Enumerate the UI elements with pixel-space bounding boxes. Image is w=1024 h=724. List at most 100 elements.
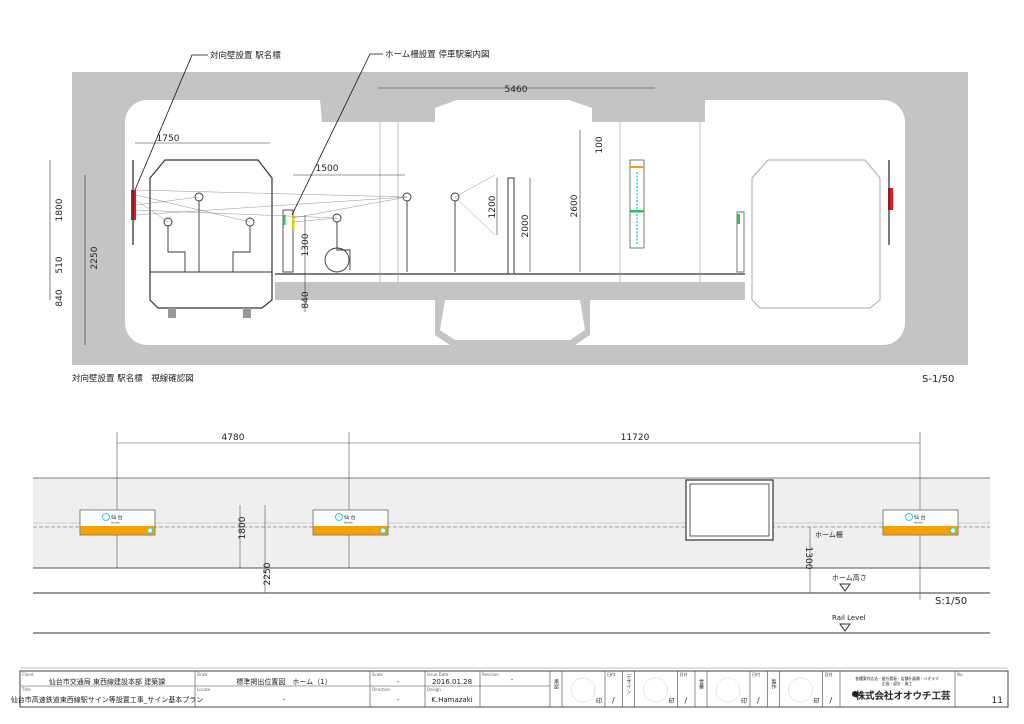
no-label: No. bbox=[957, 672, 964, 677]
cross-section-view: 5460 1750 1500 100 1200 2000 2600 1800 5… bbox=[49, 49, 968, 385]
scale-label: Scale bbox=[372, 672, 383, 677]
dim-1800-elev: 1800 bbox=[238, 516, 248, 539]
dimension-lines bbox=[49, 87, 655, 345]
company-name: 株式会社オオウチ工芸 bbox=[855, 690, 951, 702]
elevator-box bbox=[685, 479, 774, 541]
train-car-right bbox=[751, 159, 881, 309]
dim-100: 100 bbox=[595, 136, 605, 153]
station-name: 仙 台 bbox=[344, 514, 356, 521]
direction: - bbox=[397, 696, 400, 704]
elevation-scale: S:1/50 bbox=[935, 596, 967, 607]
station-name: 仙 台 bbox=[914, 514, 926, 521]
date-label: 日付 bbox=[825, 671, 833, 677]
platform-fence-left bbox=[282, 209, 294, 273]
platform-fence-center bbox=[507, 177, 515, 275]
human-figures bbox=[163, 192, 460, 273]
company-logo-icon bbox=[852, 691, 858, 697]
title-block bbox=[19, 667, 1009, 708]
locate: - bbox=[283, 696, 286, 704]
approval-cell: 製作印 日付 / bbox=[767, 671, 833, 707]
seal-circle[interactable] bbox=[715, 677, 741, 703]
approval-role: 営業 bbox=[698, 678, 704, 690]
seal: 印 bbox=[741, 698, 747, 705]
company-tagline-2: 企画・設計・施工 bbox=[882, 681, 913, 686]
date-label: 日付 bbox=[680, 671, 688, 677]
dim-5460: 5460 bbox=[505, 85, 528, 95]
dim-11720: 11720 bbox=[621, 433, 650, 443]
date-label: 日付 bbox=[752, 671, 760, 677]
sheet-number: 11 bbox=[992, 696, 1003, 706]
approval-role: 承認 bbox=[553, 678, 559, 690]
dim-840-right: 840 bbox=[301, 291, 311, 308]
approval-role: 製作 bbox=[771, 678, 777, 690]
dim-840-left: 840 bbox=[55, 289, 65, 306]
client: 仙台市交通局 東西線建設本部 建築課 bbox=[49, 677, 165, 686]
seal: 印 bbox=[669, 698, 675, 705]
dim-1500: 1500 bbox=[316, 164, 339, 174]
subway-logo-icon bbox=[102, 513, 110, 521]
direction-label: Direction bbox=[372, 687, 391, 692]
level-marker-icon bbox=[839, 583, 851, 592]
ceiling-beam bbox=[322, 97, 705, 122]
dim-4780: 4780 bbox=[222, 433, 245, 443]
approval-date: / bbox=[612, 696, 615, 705]
station-romaji: Sendai bbox=[344, 521, 353, 525]
subway-logo-icon bbox=[905, 513, 913, 521]
approval-cell: 承認印 日付 / bbox=[553, 671, 615, 707]
seal-circle[interactable] bbox=[643, 677, 668, 703]
label-platform-height: ホーム高さ bbox=[832, 573, 867, 582]
section-caption: 対向壁設置 駅名標 視線確認図 bbox=[72, 373, 194, 384]
train-car-left bbox=[149, 159, 273, 309]
title-label: Title bbox=[21, 687, 31, 692]
label-platform-fence: ホーム柵 bbox=[815, 530, 843, 539]
approval-date: / bbox=[830, 696, 833, 705]
dim-1750: 1750 bbox=[157, 134, 180, 144]
dim-1300: 1300 bbox=[301, 233, 311, 256]
dim-1800: 1800 bbox=[55, 198, 65, 221]
wall-station-sign-right bbox=[888, 188, 893, 210]
approval-cell: 営業印 日付 / bbox=[694, 671, 760, 707]
approval-date: / bbox=[685, 696, 688, 705]
client-label: Client bbox=[22, 672, 34, 677]
company-tagline-1: 各種案内広告・屋外看板・店舗什器類・ジオラマ bbox=[855, 676, 939, 681]
level-marker-icon bbox=[839, 623, 851, 632]
scale: - bbox=[397, 678, 400, 686]
callout-fence-guide: ホーム柵設置 停車駅案内図 bbox=[385, 49, 489, 60]
revision-label: Revision bbox=[482, 672, 499, 677]
seal-circle[interactable] bbox=[788, 677, 813, 703]
callout-wall-sign: 対向壁設置 駅名標 bbox=[210, 50, 281, 61]
dim-1200: 1200 bbox=[488, 195, 498, 218]
dim-510: 510 bbox=[55, 256, 65, 273]
seal: 印 bbox=[596, 698, 602, 705]
station-romaji: Sendai bbox=[914, 521, 923, 525]
station-romaji: Sendai bbox=[111, 521, 120, 525]
sight-lines bbox=[135, 174, 496, 236]
date-label: 日付 bbox=[607, 671, 615, 677]
draw-label: Draw bbox=[197, 672, 208, 677]
issue-label: Issue Date bbox=[427, 672, 449, 677]
label-rail-level: Rail Level bbox=[832, 614, 866, 622]
platform-elevation-view: 4780 11720 1800 2250 1300 ホーム柵 ホーム高さ Rai… bbox=[33, 432, 990, 634]
designer: K.Hamazaki bbox=[431, 696, 472, 704]
dim-2250: 2250 bbox=[90, 246, 100, 269]
station-name: 仙 台 bbox=[111, 514, 123, 521]
dim-1300-elev: 1300 bbox=[803, 547, 813, 570]
design-label: Design bbox=[427, 687, 441, 692]
issue-date: 2016.01.28 bbox=[432, 678, 472, 686]
seal-circle[interactable] bbox=[570, 677, 596, 703]
dim-2000: 2000 bbox=[521, 214, 531, 237]
subway-logo-icon bbox=[335, 513, 343, 521]
drawing-name: 標準掲出位置図 ホーム（1） bbox=[236, 677, 331, 686]
seal: 印 bbox=[814, 698, 820, 705]
revision: - bbox=[511, 676, 514, 684]
approval-date: / bbox=[757, 696, 760, 705]
dim-2250-elev: 2250 bbox=[263, 562, 273, 585]
section-scale: S-1/50 bbox=[922, 374, 954, 385]
locate-label: Locate bbox=[197, 687, 211, 692]
project-title: 仙台市高速鉄道東西線駅サイン等設置工事_サイン基本プラン bbox=[11, 695, 204, 704]
